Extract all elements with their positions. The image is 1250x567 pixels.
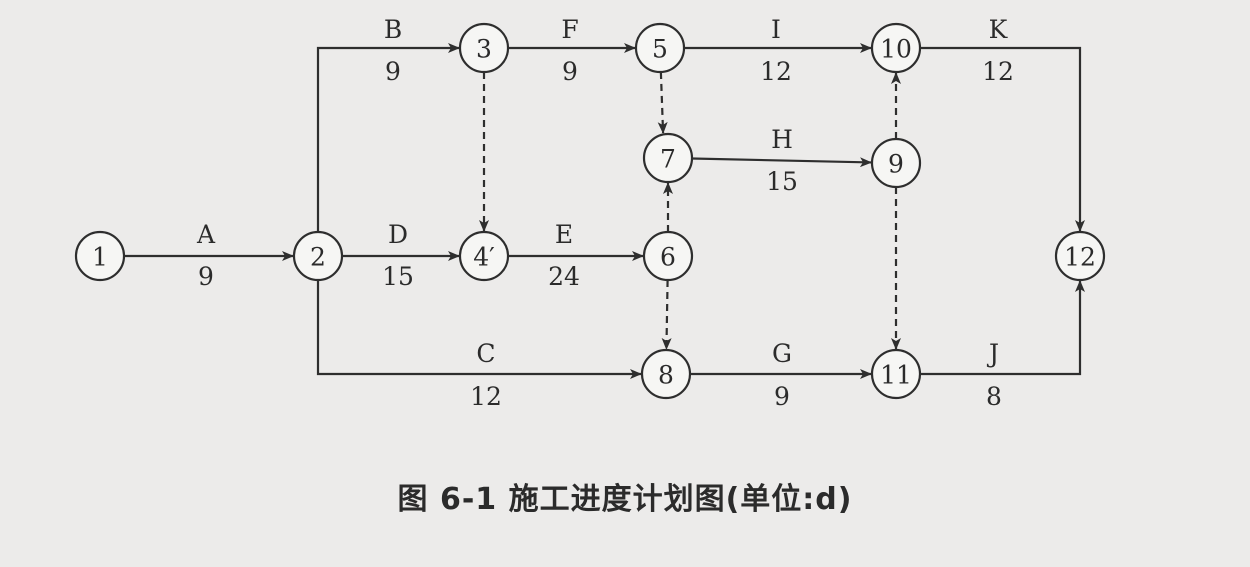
node-label-7: 7 [660, 145, 676, 174]
node-circle-7 [642, 132, 694, 184]
node-label-9: 9 [888, 150, 904, 179]
node-label-12: 12 [1064, 243, 1096, 272]
node-1: 1 [74, 230, 126, 282]
activity-name-A: A [196, 220, 216, 249]
dummy-arrow-6-8 [661, 279, 672, 351]
activity-duration-A: 9 [198, 262, 214, 291]
activity-arrow-2-3 [316, 43, 460, 232]
node-10: 10 [870, 22, 922, 74]
activity-duration-F: 9 [562, 57, 578, 86]
node-circle-4 [458, 230, 510, 282]
activity-duration-K: 12 [982, 57, 1014, 86]
node-12: 12 [1054, 230, 1106, 282]
activity-arrow-11-12 [920, 280, 1085, 376]
node-label-10: 10 [880, 35, 912, 64]
activity-arrow-10-12 [920, 46, 1085, 232]
node-label-3: 3 [476, 35, 492, 64]
node-label-4: 4′ [473, 243, 495, 272]
activity-arrow-2-8 [316, 280, 642, 379]
activity-duration-G: 9 [774, 382, 790, 411]
activity-duration-J: 8 [986, 382, 1002, 411]
dummy-arrow-5-7 [657, 71, 668, 135]
node-circle-10 [870, 22, 922, 74]
activity-name-K: K [989, 15, 1009, 44]
activity-duration-C: 12 [470, 382, 502, 411]
node-label-8: 8 [658, 361, 674, 390]
activity-name-F: F [561, 15, 578, 44]
node-circle-5 [634, 22, 686, 74]
activity-name-I: I [771, 15, 781, 44]
activity-name-H: H [771, 125, 793, 154]
activity-name-D: D [388, 220, 408, 249]
node-8: 8 [640, 348, 692, 400]
node-circle-6 [642, 230, 694, 282]
node-9: 9 [870, 137, 922, 189]
node-label-5: 5 [652, 35, 668, 64]
node-circle-2 [292, 230, 344, 282]
node-4: 4′ [458, 230, 510, 282]
activity-name-J: J [986, 339, 999, 368]
node-label-2: 2 [310, 243, 326, 272]
node-6: 6 [642, 230, 694, 282]
activity-arrow-7-9 [691, 157, 873, 168]
node-circle-3 [458, 22, 510, 74]
activity-duration-B: 9 [385, 57, 401, 86]
activity-duration-I: 12 [760, 57, 792, 86]
figure-caption: 图 6-1 施工进度计划图(单位:d) [397, 482, 853, 517]
activity-duration-E: 24 [548, 262, 580, 291]
activity-name-B: B [384, 15, 402, 44]
node-2: 2 [292, 230, 344, 282]
node-label-6: 6 [660, 243, 676, 272]
node-circle-1 [74, 230, 126, 282]
node-11: 11 [870, 348, 922, 400]
node-circle-12 [1054, 230, 1106, 282]
activity-duration-D: 15 [382, 262, 414, 291]
node-label-11: 11 [880, 361, 912, 390]
node-circle-11 [870, 348, 922, 400]
activity-name-E: E [555, 220, 573, 249]
node-circle-8 [640, 348, 692, 400]
activity-name-G: G [772, 339, 792, 368]
node-5: 5 [634, 22, 686, 74]
activity-duration-H: 15 [766, 167, 798, 196]
node-label-1: 1 [92, 243, 108, 272]
node-3: 3 [458, 22, 510, 74]
activity-name-C: C [476, 339, 495, 368]
node-7: 7 [642, 132, 694, 184]
node-circle-9 [870, 137, 922, 189]
